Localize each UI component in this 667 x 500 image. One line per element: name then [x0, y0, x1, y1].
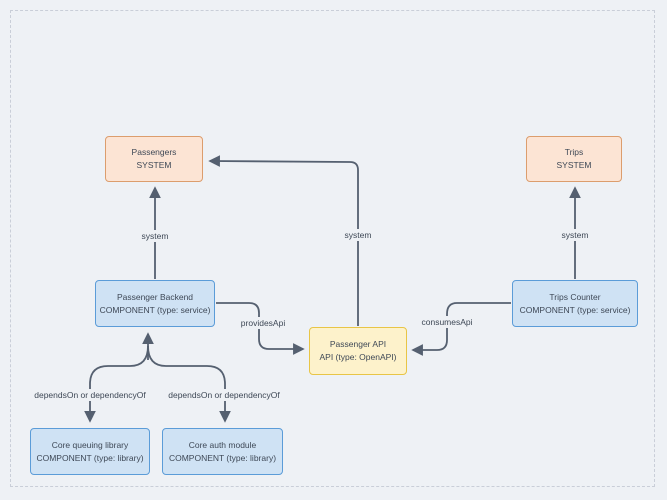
diagram-boundary	[10, 10, 655, 487]
node-title: Core auth module	[188, 439, 257, 450]
node-title: Trips Counter	[549, 291, 601, 302]
node-subtitle: SYSTEM	[556, 160, 592, 170]
node-title: Passengers	[131, 147, 177, 157]
node-subtitle: SYSTEM	[136, 160, 172, 170]
edge-label-system-center: system	[341, 229, 375, 241]
node-trips-system[interactable]: Trips SYSTEM	[526, 136, 622, 182]
edge-label-dependson-left: dependsOn or dependencyOf	[31, 389, 149, 401]
node-subtitle: COMPONENT (type: library)	[36, 452, 144, 463]
node-passenger-backend[interactable]: Passenger Backend COMPONENT (type: servi…	[95, 280, 215, 327]
node-core-auth-module[interactable]: Core auth module COMPONENT (type: librar…	[162, 428, 283, 475]
node-subtitle: API (type: OpenAPI)	[319, 352, 397, 362]
node-core-queuing-library[interactable]: Core queuing library COMPONENT (type: li…	[30, 428, 150, 475]
edge-label-dependson-right: dependsOn or dependencyOf	[165, 389, 283, 401]
node-title: Trips	[564, 147, 584, 157]
edge-depends-right	[147, 345, 231, 423]
edge-label-consumesapi: consumesApi	[418, 316, 476, 328]
node-subtitle: COMPONENT (type: library)	[168, 452, 277, 463]
node-title: Core queuing library	[51, 439, 129, 450]
edge-depends-left	[84, 345, 149, 423]
node-passengers-system[interactable]: Passengers SYSTEM	[105, 136, 203, 182]
edge-label-system-right: system	[558, 229, 592, 241]
node-passenger-api[interactable]: Passenger API API (type: OpenAPI)	[309, 327, 407, 375]
edge-api-to-passengers	[208, 155, 359, 326]
edge-label-providesapi: providesApi	[237, 317, 289, 329]
node-title: Passenger API	[329, 339, 387, 349]
node-subtitle: COMPONENT (type: service)	[99, 304, 211, 315]
node-trips-counter[interactable]: Trips Counter COMPONENT (type: service)	[512, 280, 638, 327]
edge-label-system-left: system	[138, 230, 172, 242]
node-title: Passenger Backend	[116, 291, 194, 302]
node-subtitle: COMPONENT (type: service)	[519, 304, 631, 315]
